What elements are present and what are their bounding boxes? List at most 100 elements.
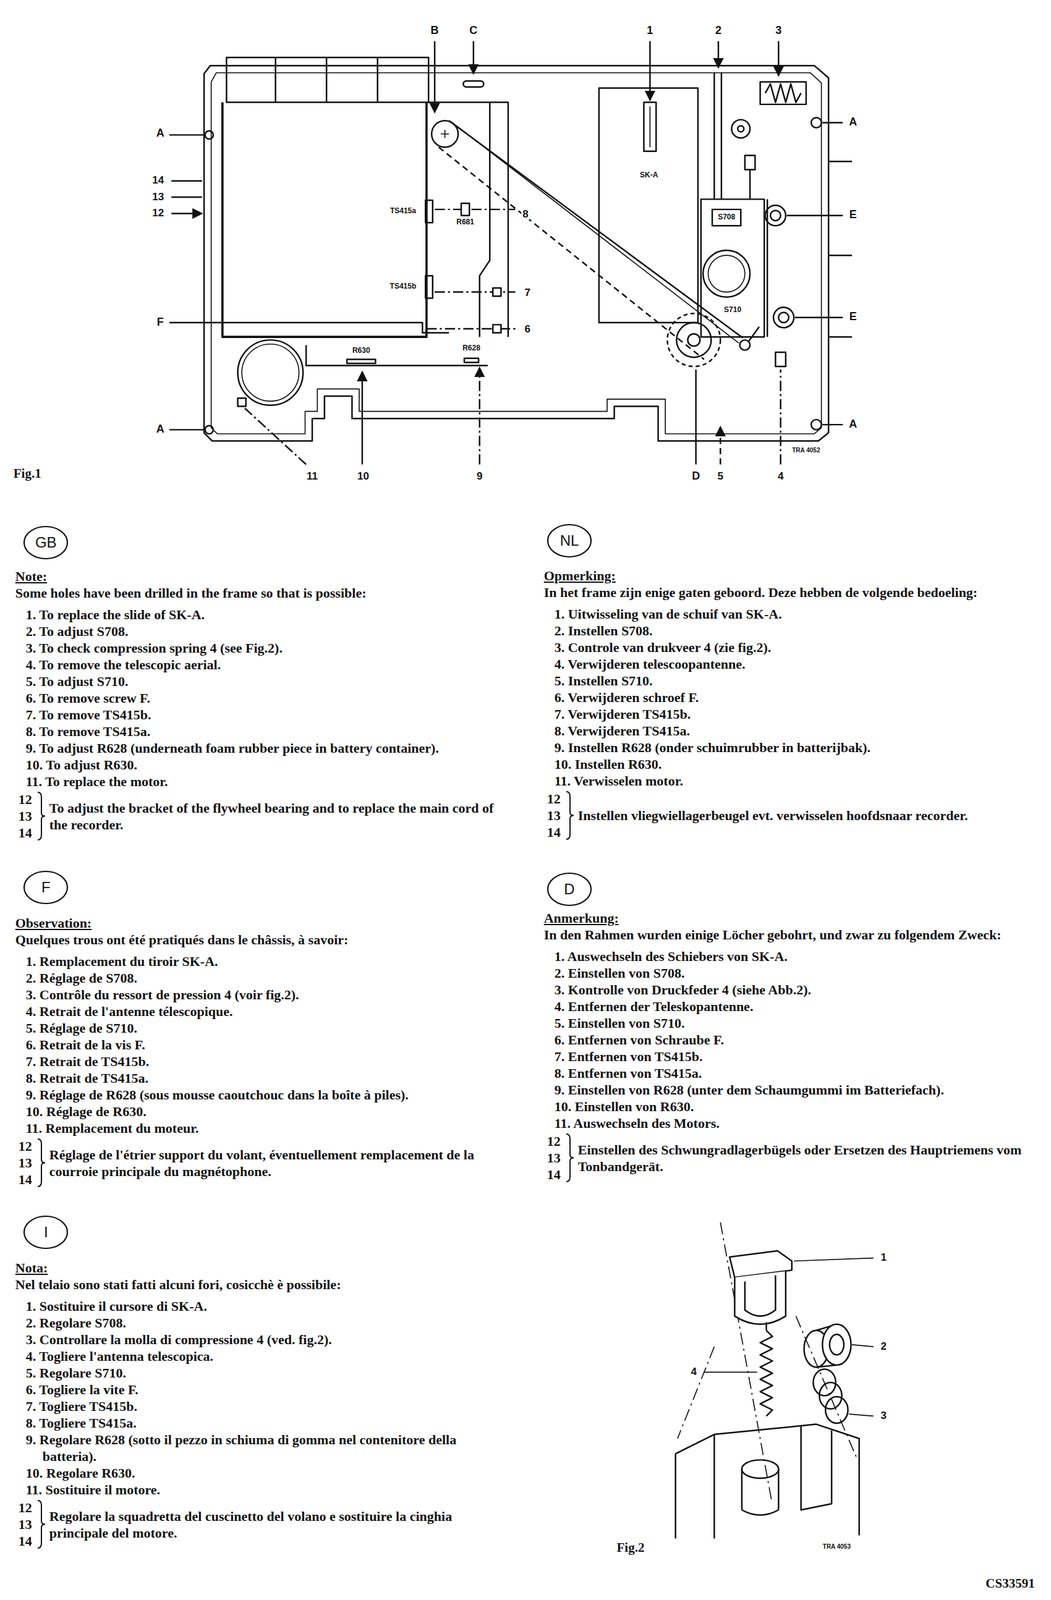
note-item: 8. To remove TS415a.: [15, 723, 511, 741]
part-name: R628: [461, 344, 482, 354]
fig1-drawing: [169, 41, 852, 465]
part-name: TS415a: [388, 207, 418, 216]
note-item: 3. Kontrolle von Druckfeder 4 (siehe Abb…: [544, 981, 1047, 999]
brace-numbers: 121314: [15, 1138, 38, 1189]
note-item: 7. Verwijderen TS415b.: [544, 706, 1047, 723]
note-item: 9. Réglage de R628 (sous mousse caoutcho…: [15, 1086, 511, 1104]
note-heading: Note:: [15, 568, 511, 585]
note-item: 10. Einstellen von R630.: [544, 1098, 1047, 1116]
note-item: 3. Controllare la molla di compressione …: [15, 1331, 511, 1349]
note-item: 2. Regolare S708.: [15, 1314, 511, 1332]
circle-outline: [24, 526, 68, 559]
note-item: 6. Entfernen von Schraube F.: [544, 1031, 1047, 1049]
note-column: Note:Some holes have been drilled in the…: [15, 568, 511, 842]
brace-symbol: [37, 1139, 46, 1188]
note-item: 5. Réglage de S710.: [15, 1020, 511, 1037]
circle-outline: [547, 873, 592, 906]
pointer-letter: B: [429, 24, 441, 38]
part-name: S708: [716, 213, 737, 222]
note-item: 1. Sostituire il cursore di SK-A.: [15, 1298, 511, 1315]
note-item: To adjust the bracket of the flywheel be…: [45, 799, 511, 834]
note-item: 9. To adjust R628 (underneath foam rubbe…: [15, 740, 511, 757]
callout-number: 12: [150, 207, 166, 220]
brace-row: 121314 Einstellen des Schwungradlagerbüge…: [544, 1133, 1047, 1184]
brace-symbol: [37, 791, 46, 842]
callout-number: 8: [521, 208, 530, 221]
pointer-letter: A: [155, 423, 166, 436]
note-item: 5. To adjust S710.: [15, 673, 511, 690]
note-intro: In het frame zijn enige gaten geboord. D…: [544, 584, 1047, 601]
note-heading: Nota:: [15, 1259, 511, 1277]
drawing-number: TRA 4052: [790, 446, 822, 454]
note-item: 2. Réglage de S708.: [15, 970, 511, 987]
note-intro: In den Rahmen wurden einige Löcher geboh…: [544, 926, 1047, 944]
note-intro: Nel telaio sono stati fatti alcuni fori,…: [15, 1276, 511, 1294]
callout-number: 9: [475, 470, 484, 483]
item-number: 14: [547, 824, 566, 841]
note-item: 11. Sostituire il motore.: [15, 1481, 511, 1499]
note-item: 7. Retrait de TS415b.: [15, 1053, 511, 1071]
note-item: 1. Uitwisseling van de schuif van SK-A.: [544, 605, 1047, 623]
note-column: Anmerkung:In den Rahmen wurden einige Lö…: [544, 910, 1047, 1184]
callout-number: 13: [150, 191, 166, 203]
note-item: 11. Verwisselen motor.: [544, 772, 1047, 790]
note-column: Nota:Nel telaio sono stati fatti alcuni …: [15, 1259, 511, 1550]
brace-symbol: [37, 1499, 46, 1550]
note-intro: Quelques trous ont été pratiqués dans le…: [15, 931, 511, 949]
part-name: SK-A: [638, 171, 660, 180]
note-item: 7. To remove TS415b.: [15, 706, 511, 724]
callout-number: 14: [150, 174, 166, 187]
item-number: 13: [18, 1516, 38, 1534]
callout-number: 4: [689, 1366, 698, 1379]
brace-numbers: 121314: [544, 1133, 566, 1184]
note-item: 7. Entfernen von TS415b.: [544, 1048, 1047, 1066]
brace-symbol: [37, 1138, 46, 1189]
note-item: 10. Regolare R630.: [15, 1465, 511, 1482]
circle-outline: [24, 1216, 68, 1249]
note-item: 6. Togliere la vite F.: [15, 1381, 511, 1399]
brace-symbol: [566, 1134, 574, 1183]
callout-number: 3: [879, 1410, 888, 1423]
note-item: 8. Retrait de TS415a.: [15, 1070, 511, 1087]
circle-outline: [547, 524, 592, 558]
note-item: 5. Instellen S710.: [544, 672, 1047, 690]
note-item: 2. To adjust S708.: [15, 623, 511, 640]
note-column: Observation:Quelques trous ont été prati…: [15, 914, 511, 1189]
pointer-letter: F: [155, 316, 166, 329]
language-circle: F: [22, 870, 69, 906]
callout-number: 4: [776, 470, 785, 483]
note-item: Regolare la squadretta del cuscinetto de…: [45, 1508, 511, 1542]
part-name: R630: [351, 346, 372, 355]
item-number: 12: [18, 1138, 38, 1155]
item-number: 14: [547, 1166, 566, 1184]
callout-number: 10: [356, 470, 371, 483]
pointer-letter: E: [848, 310, 859, 324]
note-item: 10. To adjust R630.: [15, 756, 511, 774]
note-item: Einstellen des Schwungradlagerbügels ode…: [574, 1141, 1047, 1176]
note-item: 11. Remplacement du moteur.: [15, 1120, 511, 1137]
note-item: 3. Contrôle du ressort de pression 4 (vo…: [15, 986, 511, 1004]
item-number: 12: [547, 790, 566, 808]
note-item: 6. Verwijderen schroef F.: [544, 689, 1047, 707]
note-item: 2. Instellen S708.: [544, 622, 1047, 640]
pointer-letter: E: [848, 208, 859, 222]
note-item: 4. Verwijderen telescoopantenne.: [544, 655, 1047, 673]
item-number: 14: [18, 824, 38, 842]
circle-outline: [24, 871, 68, 904]
brace-symbol: [37, 1501, 46, 1549]
note-item: 4. Togliere l'antenna telescopica.: [15, 1348, 511, 1366]
brace-row: 121314Réglage de l'étrier support du vol…: [15, 1138, 511, 1189]
language-code: GB: [35, 534, 57, 552]
note-item: 7. Togliere TS415b.: [15, 1398, 511, 1416]
part-name: R681: [455, 218, 476, 227]
note-heading: Observation:: [15, 914, 511, 932]
note-item: 2. Einstellen von S708.: [544, 965, 1047, 982]
brace-numbers: 121314: [544, 790, 566, 841]
note-item: 8. Entfernen von TS415a.: [544, 1065, 1047, 1082]
item-number: 14: [18, 1533, 38, 1550]
item-number: 13: [18, 808, 38, 825]
note-item: 11. Auswechseln des Motors.: [544, 1115, 1047, 1132]
callout-number: 6: [523, 323, 532, 336]
brace-symbol: [565, 790, 575, 841]
